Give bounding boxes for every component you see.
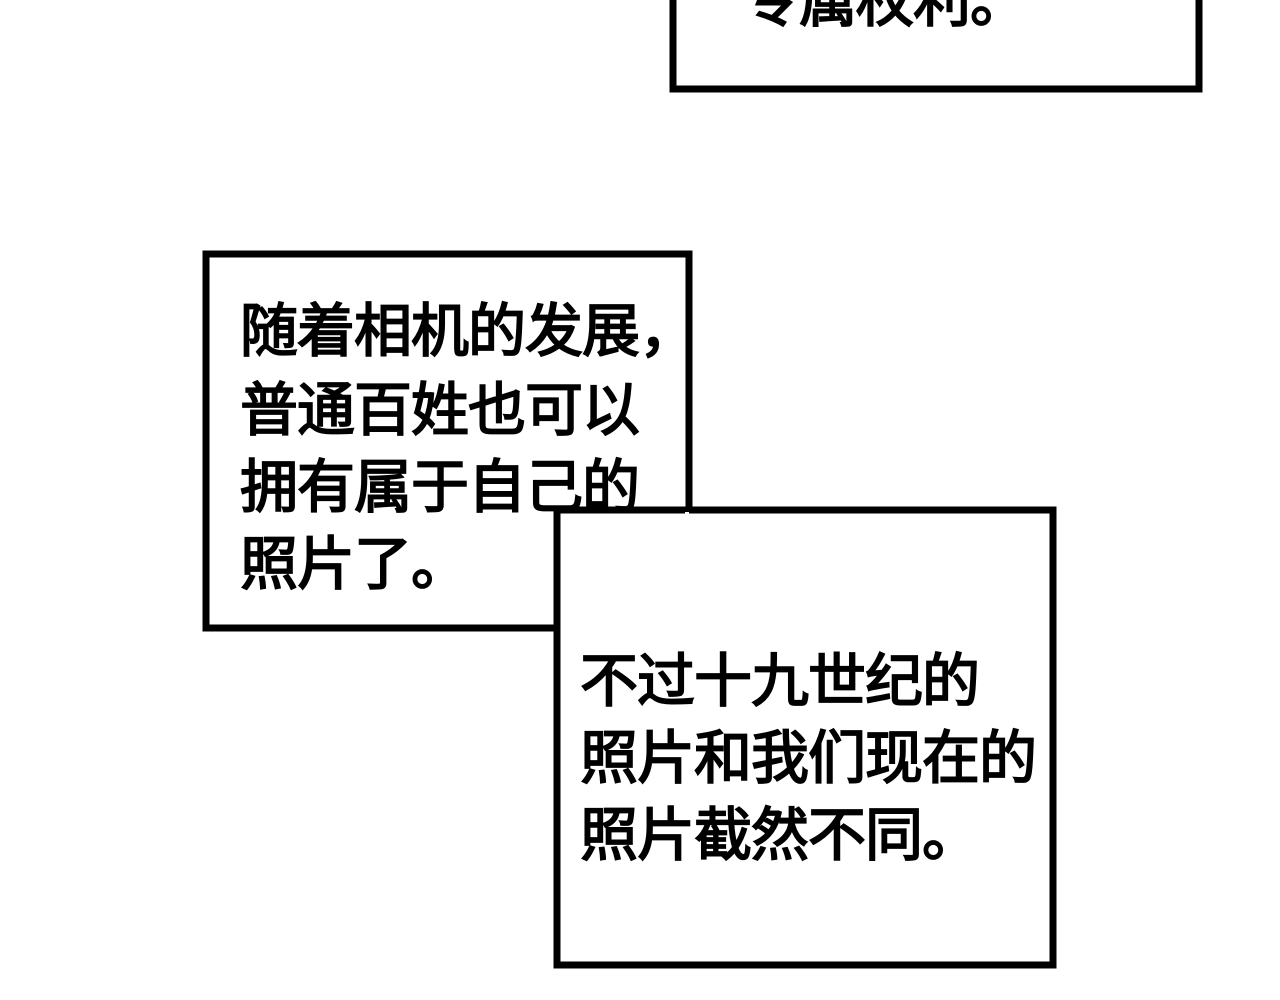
middle-caption-box [202, 250, 693, 632]
middle-caption-line-1: 随着相机的发展， [240, 297, 697, 365]
middle-caption-line-2: 普通百姓也可以 [240, 376, 640, 444]
middle-caption-line-4: 照片了。 [240, 530, 469, 598]
lower-caption-line-1: 不过十九世纪的 [580, 647, 980, 715]
top-caption-box [669, 0, 1203, 93]
box-seam-cover [561, 512, 1049, 961]
top-caption-line-1: 专属权利。 [742, 0, 1028, 35]
lower-caption-line-3: 照片截然不同。 [580, 801, 980, 869]
middle-caption-line-3: 拥有属于自己的 [240, 453, 640, 521]
lower-caption-line-2: 照片和我们现在的 [580, 724, 1037, 792]
lower-box-edge-redraw [553, 506, 1057, 969]
